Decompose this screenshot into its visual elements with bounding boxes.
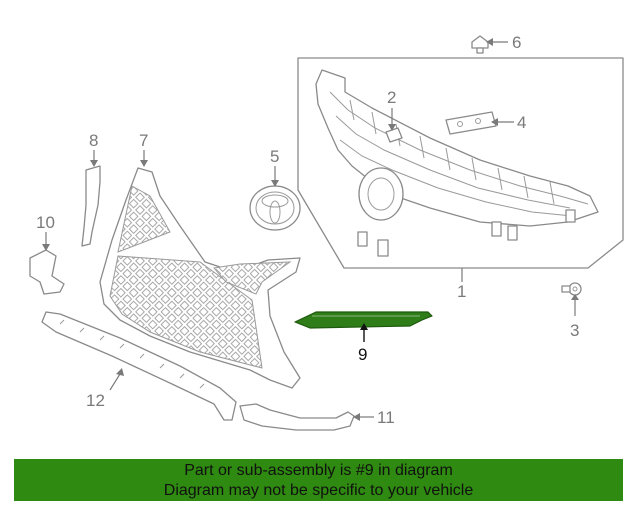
callout-8: 8 <box>89 131 98 150</box>
callout-4: 4 <box>517 113 526 132</box>
part-2-clip <box>385 127 403 143</box>
callout-2: 2 <box>387 88 396 107</box>
callout-9: 9 <box>358 345 367 364</box>
part-5-emblem <box>249 185 301 231</box>
part-6-clip <box>471 35 489 54</box>
part-8-molding <box>81 165 101 247</box>
callout-1: 1 <box>457 282 466 301</box>
upper-grille-assembly <box>297 57 624 269</box>
callout-10: 10 <box>36 213 55 232</box>
part-9-highlighted-molding <box>294 311 433 329</box>
part-12-lower-molding <box>41 311 237 421</box>
leader-lines <box>42 38 579 421</box>
callout-3: 3 <box>570 321 579 340</box>
callout-12: 12 <box>86 391 105 410</box>
part-7-lower-grille <box>99 167 301 389</box>
part-11-trim <box>239 403 355 431</box>
callout-7: 7 <box>139 131 148 150</box>
banner-line-1: Part or sub-assembly is #9 in diagram <box>184 462 453 479</box>
callout-labels: 1 2 3 4 5 6 7 8 9 10 11 12 <box>36 33 579 427</box>
banner-line-2: Diagram may not be specific to your vehi… <box>163 482 474 499</box>
part-10-bracket <box>29 249 65 295</box>
callout-11: 11 <box>377 408 395 427</box>
parts-diagram: 1 2 3 4 5 6 7 8 9 10 11 12 <box>29 33 624 431</box>
callout-5: 5 <box>270 147 279 166</box>
part-4-bracket <box>445 111 497 135</box>
part-3-screw <box>561 282 582 296</box>
info-banner: Part or sub-assembly is #9 in diagram Di… <box>14 459 623 501</box>
callout-6: 6 <box>512 33 521 52</box>
